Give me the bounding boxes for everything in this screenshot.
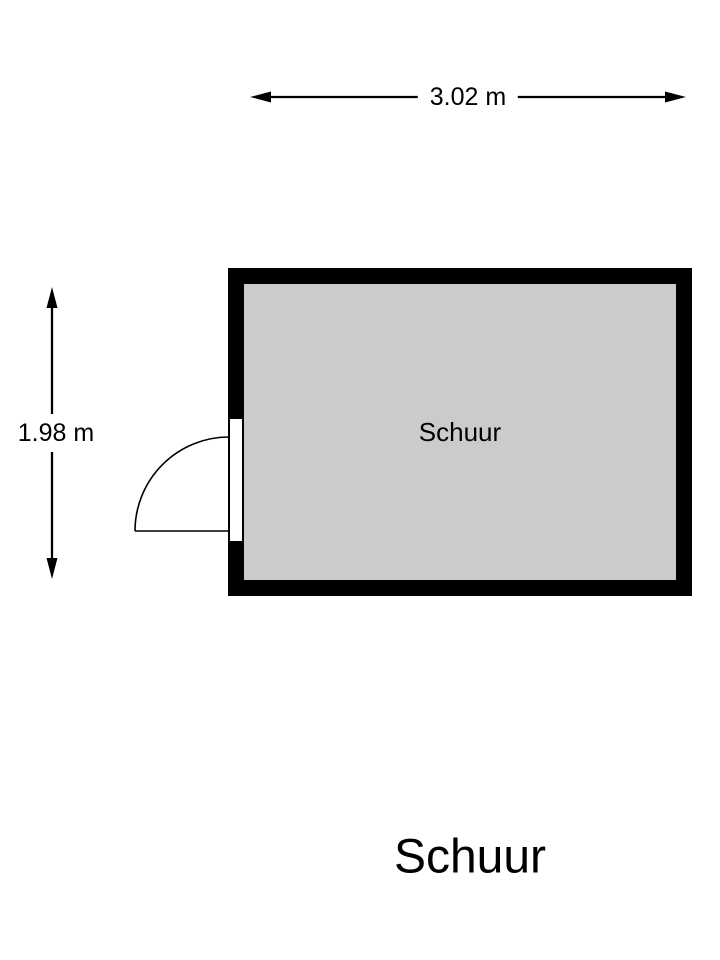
height-dimension-label: 1.98 m <box>15 414 97 452</box>
arrowhead-left-icon <box>250 91 271 103</box>
room-schuur <box>228 268 692 596</box>
room-label: Schuur <box>418 416 502 447</box>
door-frame <box>228 417 244 543</box>
arrowhead-up-icon <box>46 287 58 308</box>
door-swing-arc <box>134 436 230 532</box>
arrowhead-right-icon <box>665 91 686 103</box>
floorplan-title: Schuur <box>393 830 547 884</box>
arrowhead-down-icon <box>46 558 58 579</box>
door-swing-icon <box>134 436 230 532</box>
width-dimension-label: 3.02 m <box>417 82 519 112</box>
